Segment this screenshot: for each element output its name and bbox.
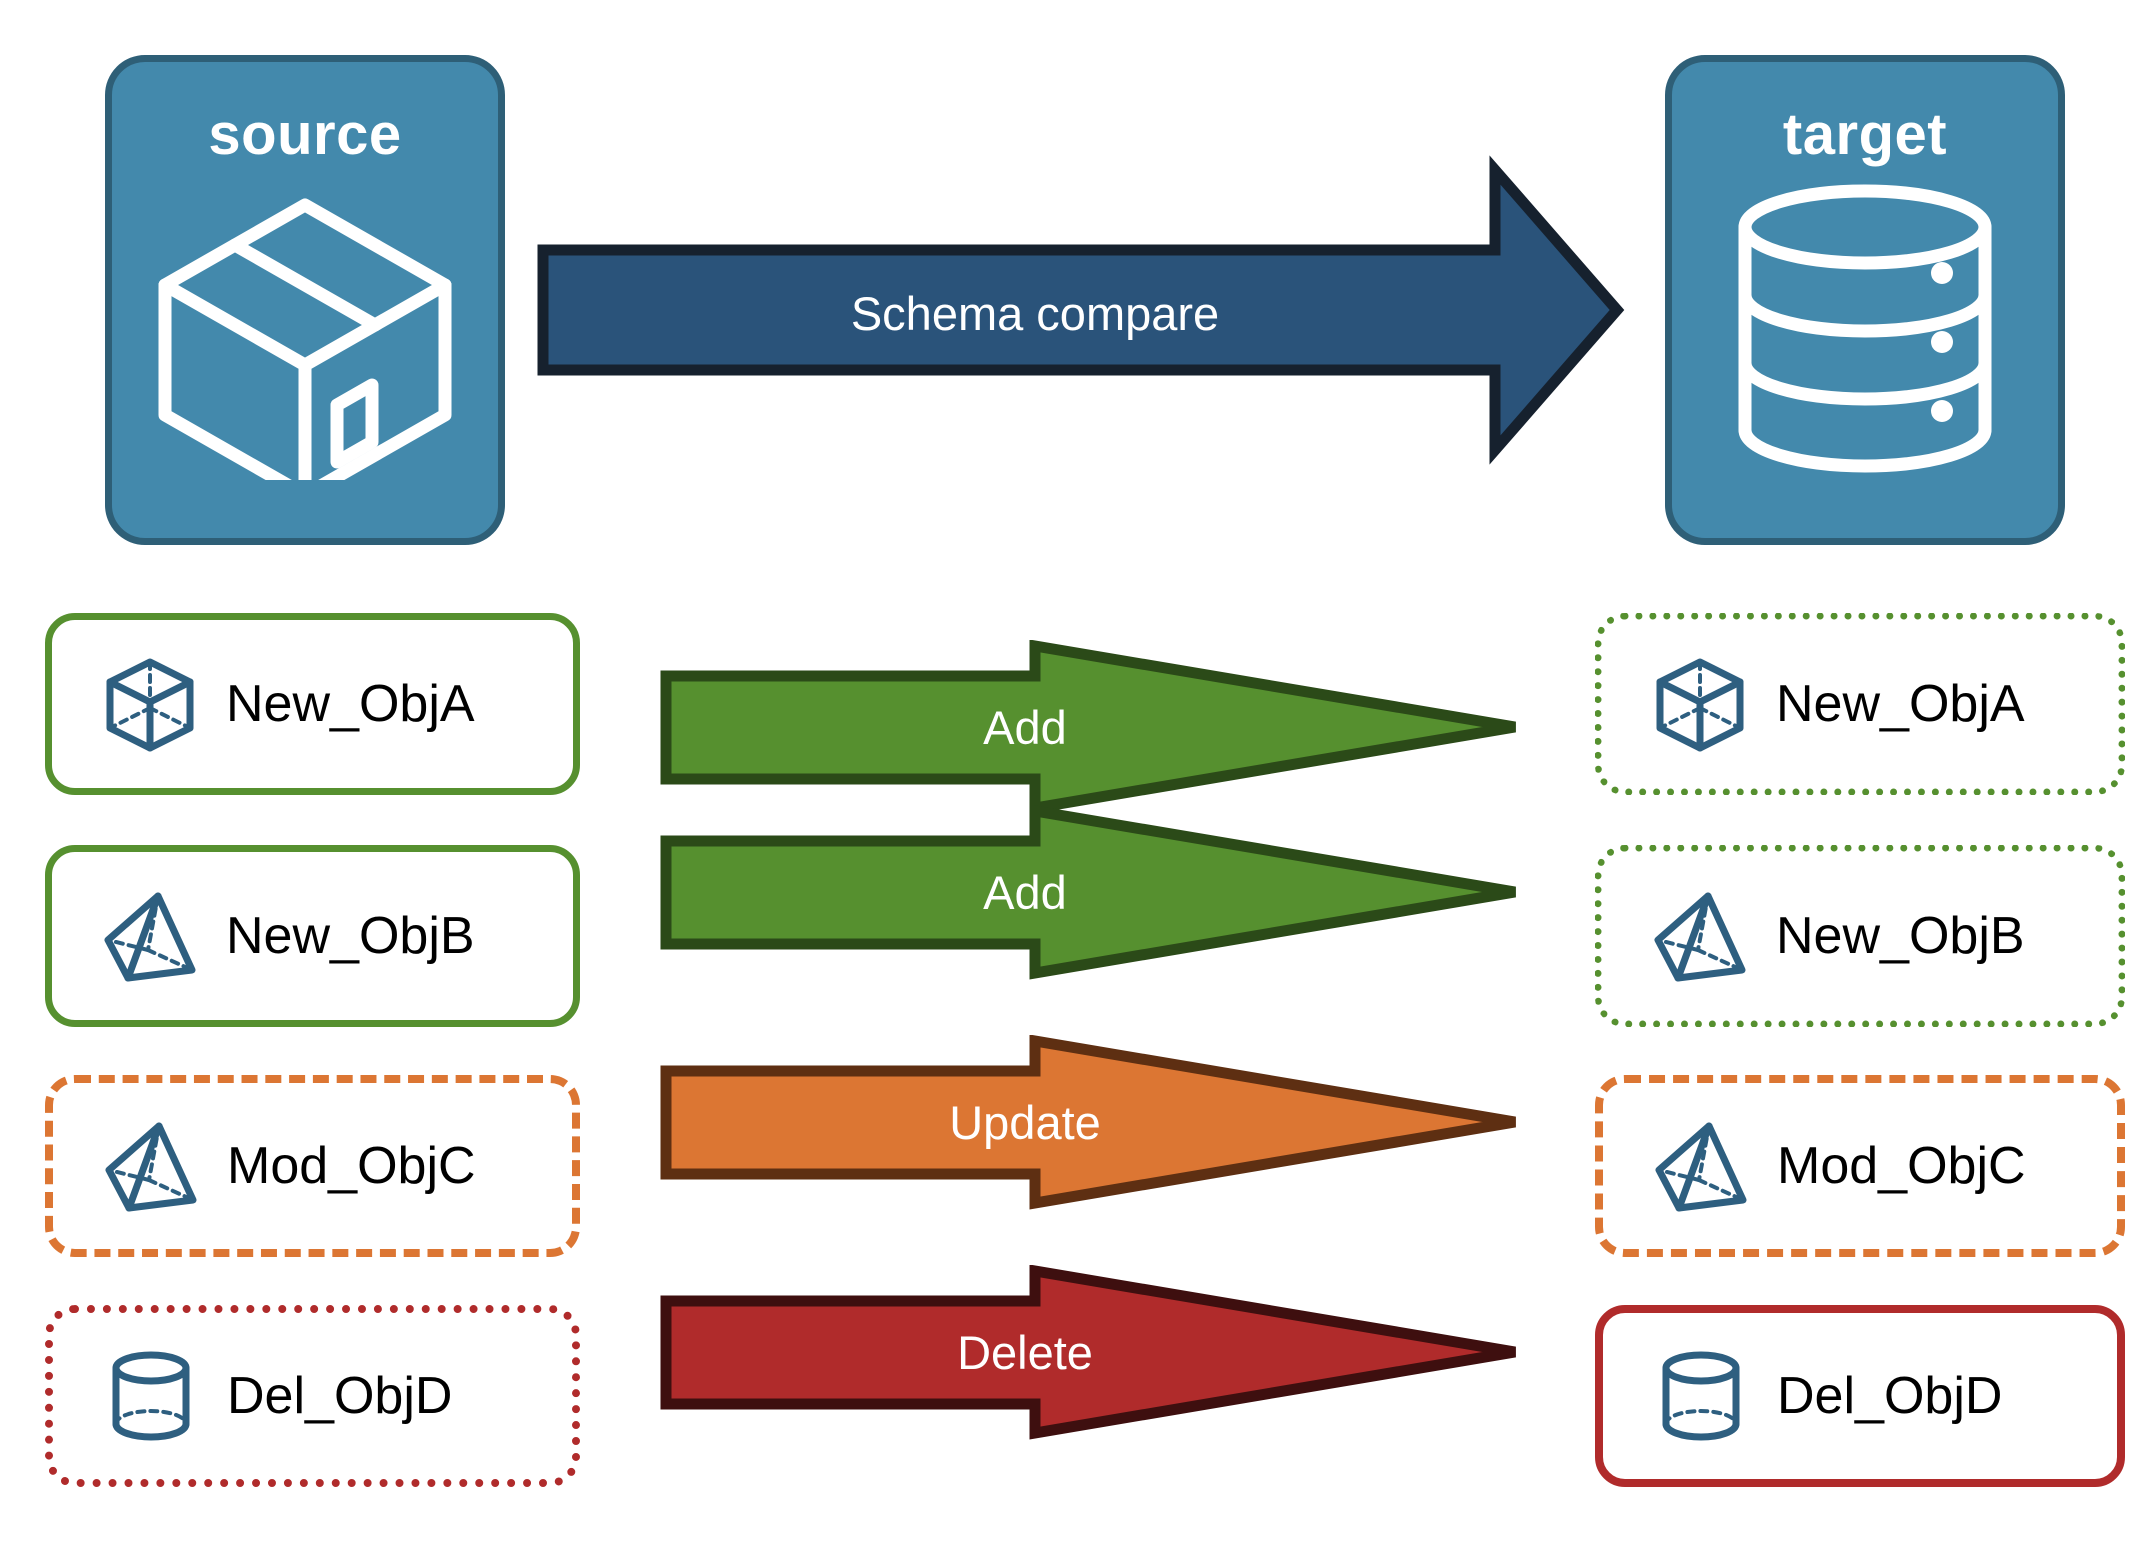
target-object-box-3[interactable]: Del_ObjD xyxy=(1595,1305,2125,1487)
source-object-box-0[interactable]: New_ObjA xyxy=(45,613,580,795)
action-arrow-label-2: Update xyxy=(949,1096,1101,1149)
source-object-label-1: New_ObjB xyxy=(226,907,475,965)
target-object-label-0: New_ObjA xyxy=(1776,675,2025,733)
source-object-label-2: Mod_ObjC xyxy=(227,1137,476,1195)
schema-compare-label: Schema compare xyxy=(850,287,1220,340)
source-object-box-1[interactable]: New_ObjB xyxy=(45,845,580,1027)
target-object-label-1: New_ObjB xyxy=(1776,907,2025,965)
target-object-box-1[interactable]: New_ObjB xyxy=(1595,845,2125,1027)
action-arrow-0[interactable] xyxy=(660,639,1530,815)
action-arrow-1[interactable] xyxy=(660,804,1530,980)
package-box-icon xyxy=(140,180,470,502)
target-title: target xyxy=(1782,102,1948,167)
action-arrow-label-3: Delete xyxy=(957,1326,1093,1379)
source-object-label-0: New_ObjA xyxy=(226,675,475,733)
database-cylinder-icon xyxy=(1720,180,2010,485)
action-arrow-2[interactable] xyxy=(660,1034,1530,1210)
pyramid-wireframe-icon xyxy=(102,888,198,984)
cube-wireframe-icon xyxy=(1652,656,1748,752)
action-arrow-label-0: Add xyxy=(983,701,1067,754)
target-object-label-2: Mod_ObjC xyxy=(1777,1137,2026,1195)
target-object-label-3: Del_ObjD xyxy=(1777,1367,2003,1425)
cylinder-wireframe-icon xyxy=(103,1348,199,1444)
source-object-label-3: Del_ObjD xyxy=(227,1367,453,1425)
source-object-box-3[interactable]: Del_ObjD xyxy=(45,1305,580,1487)
pyramid-wireframe-icon xyxy=(1653,1118,1749,1214)
target-object-box-0[interactable]: New_ObjA xyxy=(1595,613,2125,795)
target-endpoint-card[interactable]: target xyxy=(1665,55,2065,545)
source-title: source xyxy=(208,102,402,167)
action-arrow-3[interactable] xyxy=(660,1264,1530,1440)
source-endpoint-card[interactable]: source xyxy=(105,55,505,545)
cube-wireframe-icon xyxy=(102,656,198,752)
cylinder-wireframe-icon xyxy=(1653,1348,1749,1444)
schema-compare-arrow[interactable] xyxy=(535,150,1625,470)
pyramid-wireframe-icon xyxy=(1652,888,1748,984)
source-object-box-2[interactable]: Mod_ObjC xyxy=(45,1075,580,1257)
target-object-box-2[interactable]: Mod_ObjC xyxy=(1595,1075,2125,1257)
action-arrow-label-1: Add xyxy=(983,866,1067,919)
pyramid-wireframe-icon xyxy=(103,1118,199,1214)
